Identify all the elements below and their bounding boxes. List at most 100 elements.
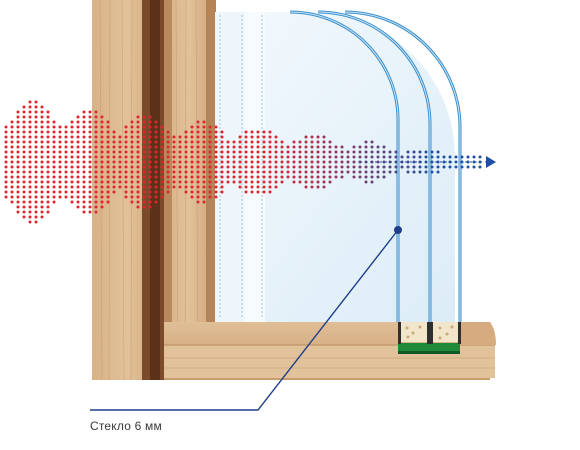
sound-wave-dot: [310, 160, 314, 164]
sound-wave-dot: [160, 170, 164, 174]
sound-wave-dot: [160, 165, 164, 169]
sound-wave-dot: [130, 185, 134, 189]
sound-wave-dot: [82, 130, 86, 134]
sound-wave-dot: [46, 185, 50, 189]
sound-wave-dot: [22, 115, 26, 119]
sound-wave-dot: [190, 170, 194, 174]
sound-wave-dot: [88, 195, 92, 199]
sound-wave-dot: [298, 175, 302, 179]
sound-wave-dot: [400, 155, 404, 159]
sound-wave-dot: [118, 145, 122, 149]
sound-wave-dot: [4, 165, 8, 169]
sound-wave-dot: [124, 130, 128, 134]
sound-wave-dot: [88, 120, 92, 124]
sound-wave-dot: [136, 115, 140, 119]
sound-wave-dot: [382, 145, 386, 149]
sound-wave-dot: [28, 220, 32, 224]
sound-wave-dot: [28, 170, 32, 174]
sound-wave-dot: [376, 150, 380, 154]
sound-wave-dot: [100, 135, 104, 139]
sound-wave-dot: [70, 170, 74, 174]
sound-wave-dot: [274, 175, 278, 179]
sound-wave-dot: [196, 140, 200, 144]
sound-wave-dot: [70, 180, 74, 184]
sound-wave-dot: [268, 140, 272, 144]
sound-wave-dot: [184, 140, 188, 144]
sound-wave-dot: [16, 150, 20, 154]
sound-wave-dot: [106, 180, 110, 184]
sound-wave-dot: [112, 160, 116, 164]
sound-wave-dot: [184, 180, 188, 184]
sound-wave-dot: [340, 155, 344, 159]
sound-wave-dot: [166, 140, 170, 144]
sound-wave-dot: [262, 150, 266, 154]
sound-wave-dot: [472, 155, 476, 159]
sound-wave-dot: [40, 125, 44, 129]
sound-wave-dot: [22, 175, 26, 179]
sound-wave-dot: [472, 165, 476, 169]
sound-wave-dot: [136, 165, 140, 169]
sound-wave-dot: [424, 170, 428, 174]
sound-wave-dot: [130, 195, 134, 199]
sound-wave-dot: [208, 175, 212, 179]
sound-wave-dot: [304, 140, 308, 144]
sound-wave-dot: [166, 190, 170, 194]
sound-wave-dot: [328, 140, 332, 144]
sound-wave-dot: [292, 145, 296, 149]
sound-wave-dot: [172, 145, 176, 149]
sound-wave-dot: [214, 185, 218, 189]
sound-wave-dot: [136, 205, 140, 209]
sound-wave-dot: [46, 135, 50, 139]
sound-wave-dot: [406, 170, 410, 174]
sound-wave-dot: [268, 180, 272, 184]
sound-wave-dot: [88, 145, 92, 149]
sound-wave-dot: [28, 180, 32, 184]
sound-wave-dot: [142, 205, 146, 209]
sound-wave-dot: [166, 135, 170, 139]
sound-wave-dot: [370, 150, 374, 154]
sound-wave-dot: [250, 160, 254, 164]
sound-wave-dot: [202, 130, 206, 134]
sound-wave-dot: [94, 185, 98, 189]
sound-wave-dot: [82, 110, 86, 114]
sound-wave-dot: [52, 140, 56, 144]
sound-wave-dot: [118, 170, 122, 174]
sound-wave-dot: [274, 165, 278, 169]
sound-wave-dot: [232, 140, 236, 144]
sound-wave-dot: [160, 180, 164, 184]
sound-wave-dot: [112, 140, 116, 144]
sound-wave-dot: [22, 130, 26, 134]
sound-wave-dot: [268, 145, 272, 149]
sound-wave-dot: [70, 135, 74, 139]
sound-wave-dot: [40, 155, 44, 159]
sound-wave-dot: [130, 180, 134, 184]
sound-wave-dot: [28, 110, 32, 114]
sound-wave-dot: [232, 175, 236, 179]
sound-wave-dot: [286, 145, 290, 149]
sound-wave-dot: [136, 155, 140, 159]
sound-wave-dot: [124, 165, 128, 169]
sound-wave-dot: [178, 150, 182, 154]
sound-wave-dot: [160, 175, 164, 179]
sound-wave-dot: [280, 170, 284, 174]
sound-wave-dot: [4, 125, 8, 129]
sound-wave-dot: [382, 155, 386, 159]
sound-wave-dot: [28, 130, 32, 134]
sound-wave-dot: [202, 125, 206, 129]
sound-wave-dot: [16, 210, 20, 214]
sound-wave-dot: [466, 160, 470, 164]
sound-wave-dot: [280, 155, 284, 159]
sound-wave-dot: [304, 185, 308, 189]
sound-wave-dot: [220, 140, 224, 144]
sound-wave-dot: [64, 190, 68, 194]
sound-wave-dot: [262, 155, 266, 159]
sound-wave-dot: [298, 140, 302, 144]
sound-wave-dot: [94, 145, 98, 149]
sound-wave-dot: [34, 125, 38, 129]
sound-wave-dot: [148, 155, 152, 159]
sound-wave-dot: [196, 160, 200, 164]
sound-wave-dot: [28, 165, 32, 169]
sound-wave-dot: [268, 160, 272, 164]
sound-wave-dot: [58, 130, 62, 134]
sound-wave-dot: [10, 175, 14, 179]
